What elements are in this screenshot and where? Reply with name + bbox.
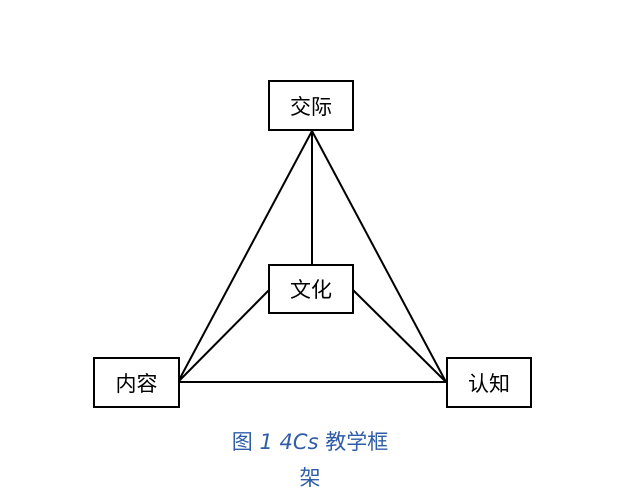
- edge-center-left: [177, 289, 270, 383]
- edge-top-left: [177, 130, 313, 383]
- caption-title-line1: 教学框: [325, 430, 389, 454]
- figure-caption: 图 1 4Cs 教学框 架: [200, 424, 420, 496]
- caption-line-2: 架: [200, 460, 420, 496]
- edge-center-right: [352, 289, 447, 383]
- node-communication: 交际: [268, 80, 354, 131]
- node-culture: 文化: [268, 264, 354, 314]
- node-cognition: 认知: [446, 357, 532, 408]
- caption-line-1: 图 1 4Cs 教学框: [200, 424, 420, 460]
- node-cognition-label: 认知: [468, 371, 510, 396]
- caption-label: 4Cs: [279, 430, 319, 454]
- node-communication-label: 交际: [290, 94, 332, 119]
- caption-prefix: 图: [231, 430, 253, 454]
- node-culture-label: 文化: [290, 278, 332, 302]
- node-content: 内容: [93, 357, 180, 408]
- node-content-label: 内容: [115, 371, 158, 396]
- caption-number: 1: [259, 430, 273, 454]
- edge-top-right: [311, 130, 447, 383]
- caption-title-line2: 架: [299, 466, 321, 490]
